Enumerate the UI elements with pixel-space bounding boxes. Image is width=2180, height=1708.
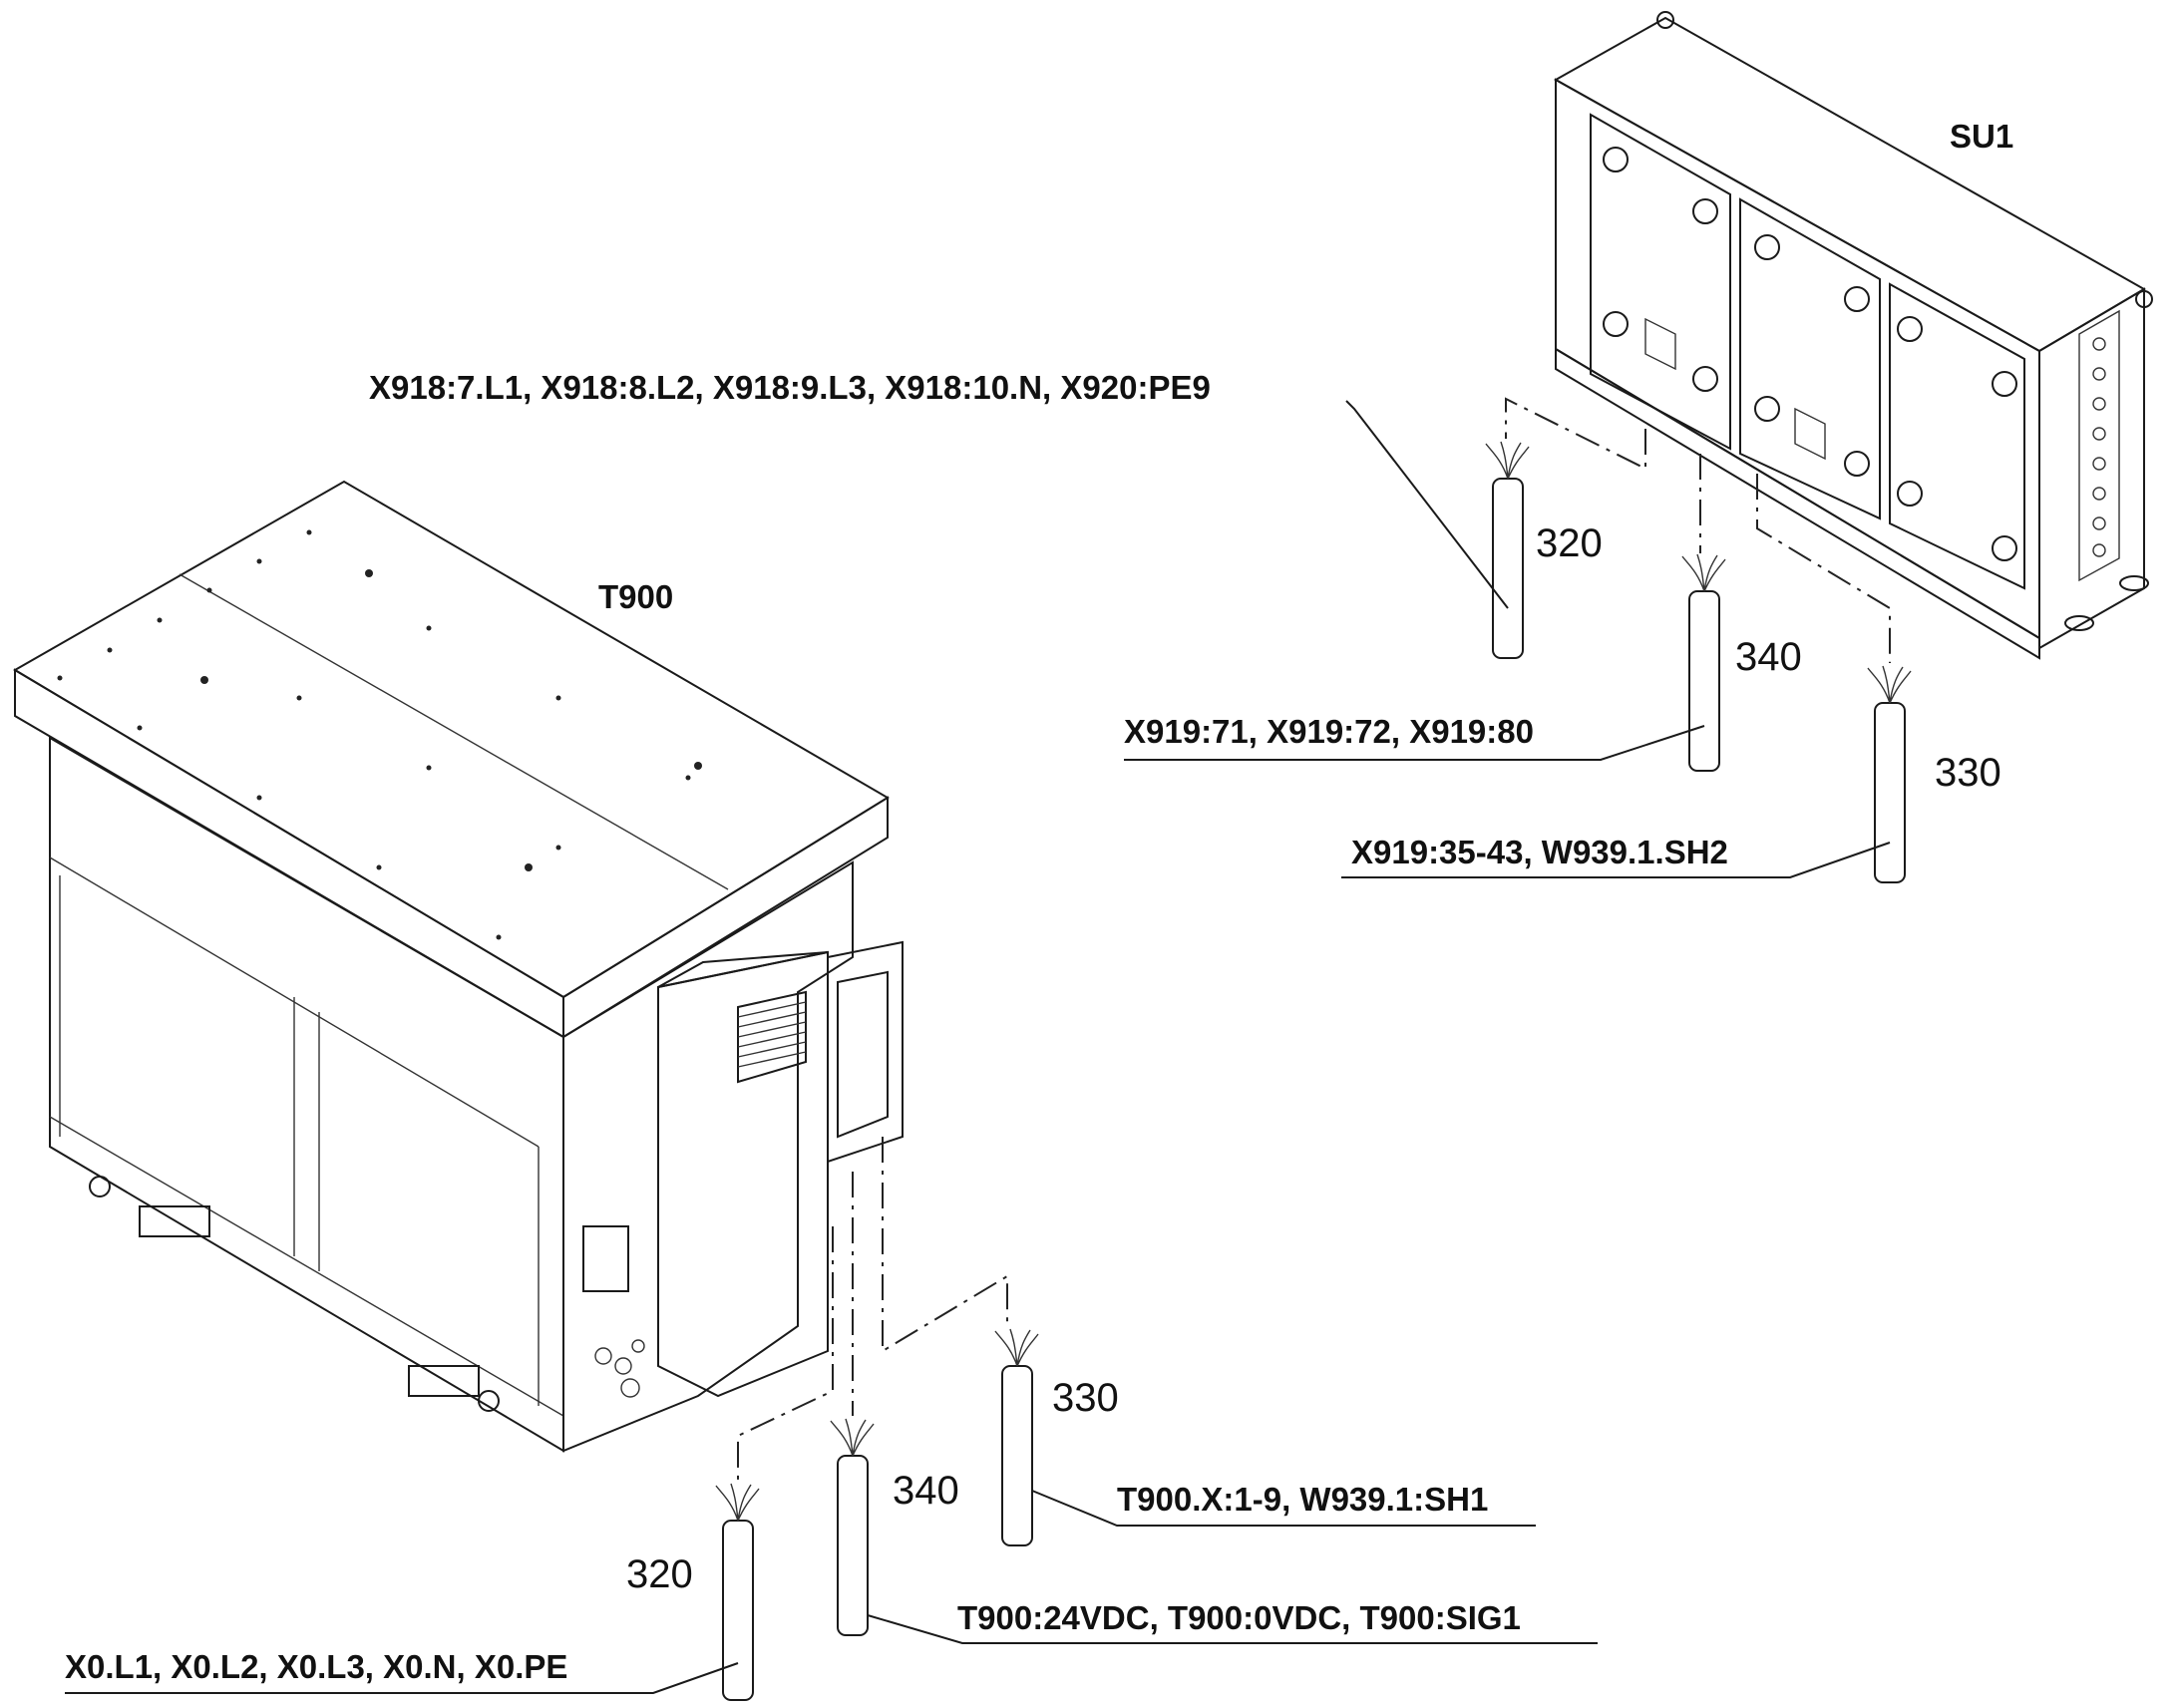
su1-cable-320-number: 320: [1536, 521, 1603, 565]
t900-cable-330: [882, 1137, 1536, 1546]
su1-cable-340: [1124, 454, 1726, 772]
su1-330-connection-label: X919:35-43, W939.1.SH2: [1351, 834, 1728, 870]
t900-cable-320: [65, 1226, 834, 1701]
su1-unit-label: SU1: [1950, 118, 2013, 155]
louvre-vent: [737, 990, 807, 1084]
t900-340-connection-label: T900:24VDC, T900:0VDC, T900:SIG1: [957, 1599, 1521, 1636]
t900-cable-340: [830, 1172, 1598, 1644]
t900-cable-330-number: 330: [1052, 1376, 1119, 1420]
su1-cable-330: [1341, 474, 1912, 883]
door-latches: [1603, 147, 2017, 561]
su1-cable-320: [1345, 397, 1646, 659]
t900-320-connection-label: X0.L1, X0.L2, X0.L3, X0.N, X0.PE: [65, 1648, 567, 1685]
su1-cable-340-number: 340: [1735, 635, 1802, 679]
t900-330-connection-label: T900.X:1-9, W939.1:SH1: [1117, 1481, 1488, 1518]
gland-plate: [2078, 309, 2120, 582]
su1-cable-330-number: 330: [1935, 751, 2001, 795]
su1-340-connection-label: X919:71, X919:72, X919:80: [1124, 713, 1534, 750]
t900-cable-340-number: 340: [893, 1469, 959, 1513]
su1-unit: [1553, 11, 2153, 660]
t900-unit-label: T900: [598, 578, 673, 615]
su1-320-connection-label: X918:7.L1, X918:8.L2, X918:9.L3, X918:10…: [369, 369, 1211, 406]
t900-cabinet: [13, 480, 904, 1453]
t900-cable-320-number: 320: [626, 1552, 693, 1596]
